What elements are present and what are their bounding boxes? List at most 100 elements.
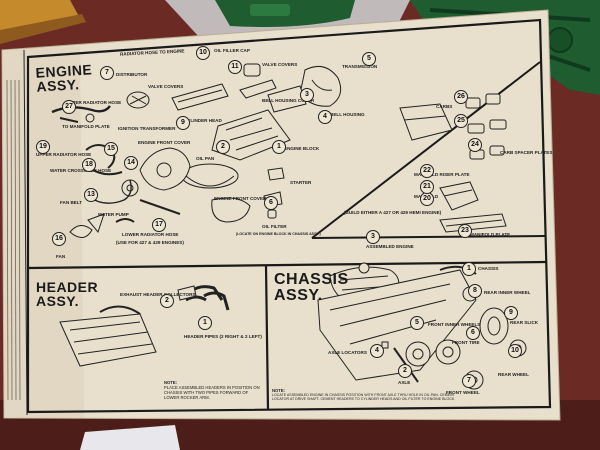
part-number-badge: 7	[100, 66, 114, 80]
part-number-badge: 2	[160, 294, 174, 308]
engine-label: UPPER RADIATOR HOSE	[36, 152, 92, 157]
engine-label: OIL FILLER CAP	[214, 48, 250, 53]
green-wheel-part	[547, 27, 573, 53]
engine-label: (LOCATE ON ENGINE BLOCK IN CHASSIS ASSY.…	[236, 232, 321, 236]
engine-label: UPPER RADIATOR HOSE	[66, 100, 122, 105]
chassis-label: CHASSIS	[478, 266, 499, 271]
engine-label: FAN BELT	[60, 200, 83, 205]
engine-label: CARB SPACER PLATES	[500, 150, 553, 155]
part-number-badge: 1	[272, 140, 286, 154]
part-number-badge: 22	[420, 164, 434, 178]
engine-label: STARTER	[290, 180, 312, 185]
engine-label: MANIFOLD RISER PLATE	[414, 172, 470, 177]
paper-card	[80, 425, 180, 450]
part-number-badge: 2	[398, 364, 412, 378]
engine-title: ENGINE ASSY.	[35, 61, 93, 94]
part-number-badge: 17	[152, 218, 166, 232]
engine-label: BELL HOUSING	[330, 112, 365, 117]
header-label: HEADER PIPES (2 right & 2 left)	[184, 334, 262, 339]
side-text-border	[23, 49, 28, 416]
part-number-badge: 26	[454, 90, 468, 104]
chassis-label: AXLE LOCATORS	[328, 350, 367, 355]
part-number-badge: 20	[420, 192, 434, 206]
part-number-badge: 13	[84, 188, 98, 202]
header-note: NOTE: PLACE ASSEMBLED HEADERS IN POSITIO…	[164, 380, 260, 400]
chassis-label: FRONT WHEEL	[446, 390, 480, 395]
kit-box-corner-edge	[0, 14, 86, 44]
part-number-badge: 24	[468, 138, 482, 152]
header-title: HEADER ASSY.	[36, 280, 98, 308]
engine-label: TO MANIFOLD PLATE	[62, 124, 110, 129]
part-number-badge: 16	[52, 232, 66, 246]
chassis-label: FRONT INNER WHEELS	[428, 322, 481, 327]
chassis-label: FRONT TIRE	[452, 340, 480, 345]
engine-label: WATER CROSSOVER HOSE	[50, 168, 112, 173]
part-number-badge: 9	[504, 306, 518, 320]
divider-horizontal	[27, 260, 547, 270]
part-number-badge: 2	[216, 140, 230, 154]
engine-label: TRANSMISSION	[342, 64, 378, 69]
part-number-badge: 4	[370, 344, 384, 358]
header-note-title: NOTE:	[164, 380, 178, 385]
engine-label: (BUILD EITHER A 427 OR 429 HEMI ENGINE)	[344, 210, 442, 215]
part-number-badge: 23	[458, 224, 472, 238]
engine-label: ENGINE BLOCK	[284, 146, 320, 151]
engine-label: VALVE COVERS	[148, 84, 184, 89]
side-text-lines	[6, 79, 21, 401]
engine-label: OIL FILTER	[262, 224, 287, 229]
engine-label: ENGINE FRONT COVER	[214, 196, 267, 201]
part-number-badge: 5	[362, 52, 376, 66]
engine-label: CYLINDER HEAD	[184, 118, 222, 123]
part-number-badge: 11	[228, 60, 242, 74]
part-number-badge: 14	[124, 156, 138, 170]
part-number-badge: 10	[196, 46, 210, 60]
part-number-badge: 1	[462, 262, 476, 276]
engine-label: CARBS	[436, 104, 453, 109]
header-note-text: PLACE ASSEMBLED HEADERS IN POSITION ON C…	[164, 385, 260, 400]
sheet-frame	[26, 18, 552, 414]
chassis-label: REAR SLICK	[510, 320, 539, 325]
engine-label: FAN	[56, 254, 66, 259]
engine-label: ENGINE FRONT COVER	[138, 140, 191, 145]
chassis-title-line1: CHASSIS	[274, 271, 349, 288]
engine-label: IGNITION TRANSFORMER	[118, 126, 176, 131]
chassis-note: NOTE: LOCATE ASSEMBLED ENGINE IN CHASSIS…	[272, 388, 472, 401]
part-number-badge: 6	[264, 196, 278, 210]
chassis-note-title: NOTE:	[272, 388, 286, 393]
chassis-label: REAR INNER WHEEL	[484, 290, 531, 295]
part-number-badge: 4	[318, 110, 332, 124]
engine-parts-drawing	[51, 63, 507, 238]
divider-bracket	[311, 235, 546, 239]
part-number-badge: 9	[176, 116, 190, 130]
part-number-badge: 10	[508, 344, 522, 358]
engine-label: OIL PAN	[196, 156, 215, 161]
part-number-badge: 3	[366, 230, 380, 244]
part-number-badge: 7	[462, 374, 476, 388]
part-number-badge: 5	[410, 316, 424, 330]
part-number-badge: 1	[198, 316, 212, 330]
chassis-note-text: LOCATE ASSEMBLED ENGINE IN CHASSIS POSIT…	[272, 393, 456, 402]
chassis-label: REAR WHEEL	[498, 372, 529, 377]
header-parts-drawing	[59, 285, 230, 367]
part-number-badge: 18	[82, 158, 96, 172]
header-label: EXHAUST HEADER COLLECTORS	[120, 292, 196, 297]
engine-label: VALVE COVERS	[262, 62, 298, 67]
part-number-badge: 27	[62, 100, 76, 114]
header-title-line1: HEADER	[36, 279, 99, 295]
chassis-title: CHASSIS ASSY.	[274, 272, 349, 304]
part-number-badge: 6	[466, 326, 480, 340]
part-number-badge: 8	[468, 284, 482, 298]
part-number-badge: 25	[454, 114, 468, 128]
engine-label: DISTRIBUTOR	[116, 72, 148, 77]
chassis-title-line2: ASSY.	[274, 287, 323, 304]
part-number-badge: 21	[420, 180, 434, 194]
header-title-line2: ASSY.	[36, 293, 79, 309]
divider-vertical	[264, 265, 270, 411]
engine-label: MANIFOLD PLATE	[470, 232, 511, 237]
divider-diagonal	[311, 61, 541, 239]
green-body-detail	[250, 4, 290, 16]
engine-label: BELL HOUSING COVER	[262, 98, 315, 103]
part-number-badge: 19	[36, 140, 50, 154]
engine-label: WATER PUMP	[98, 212, 129, 217]
part-number-badge: 15	[104, 142, 118, 156]
